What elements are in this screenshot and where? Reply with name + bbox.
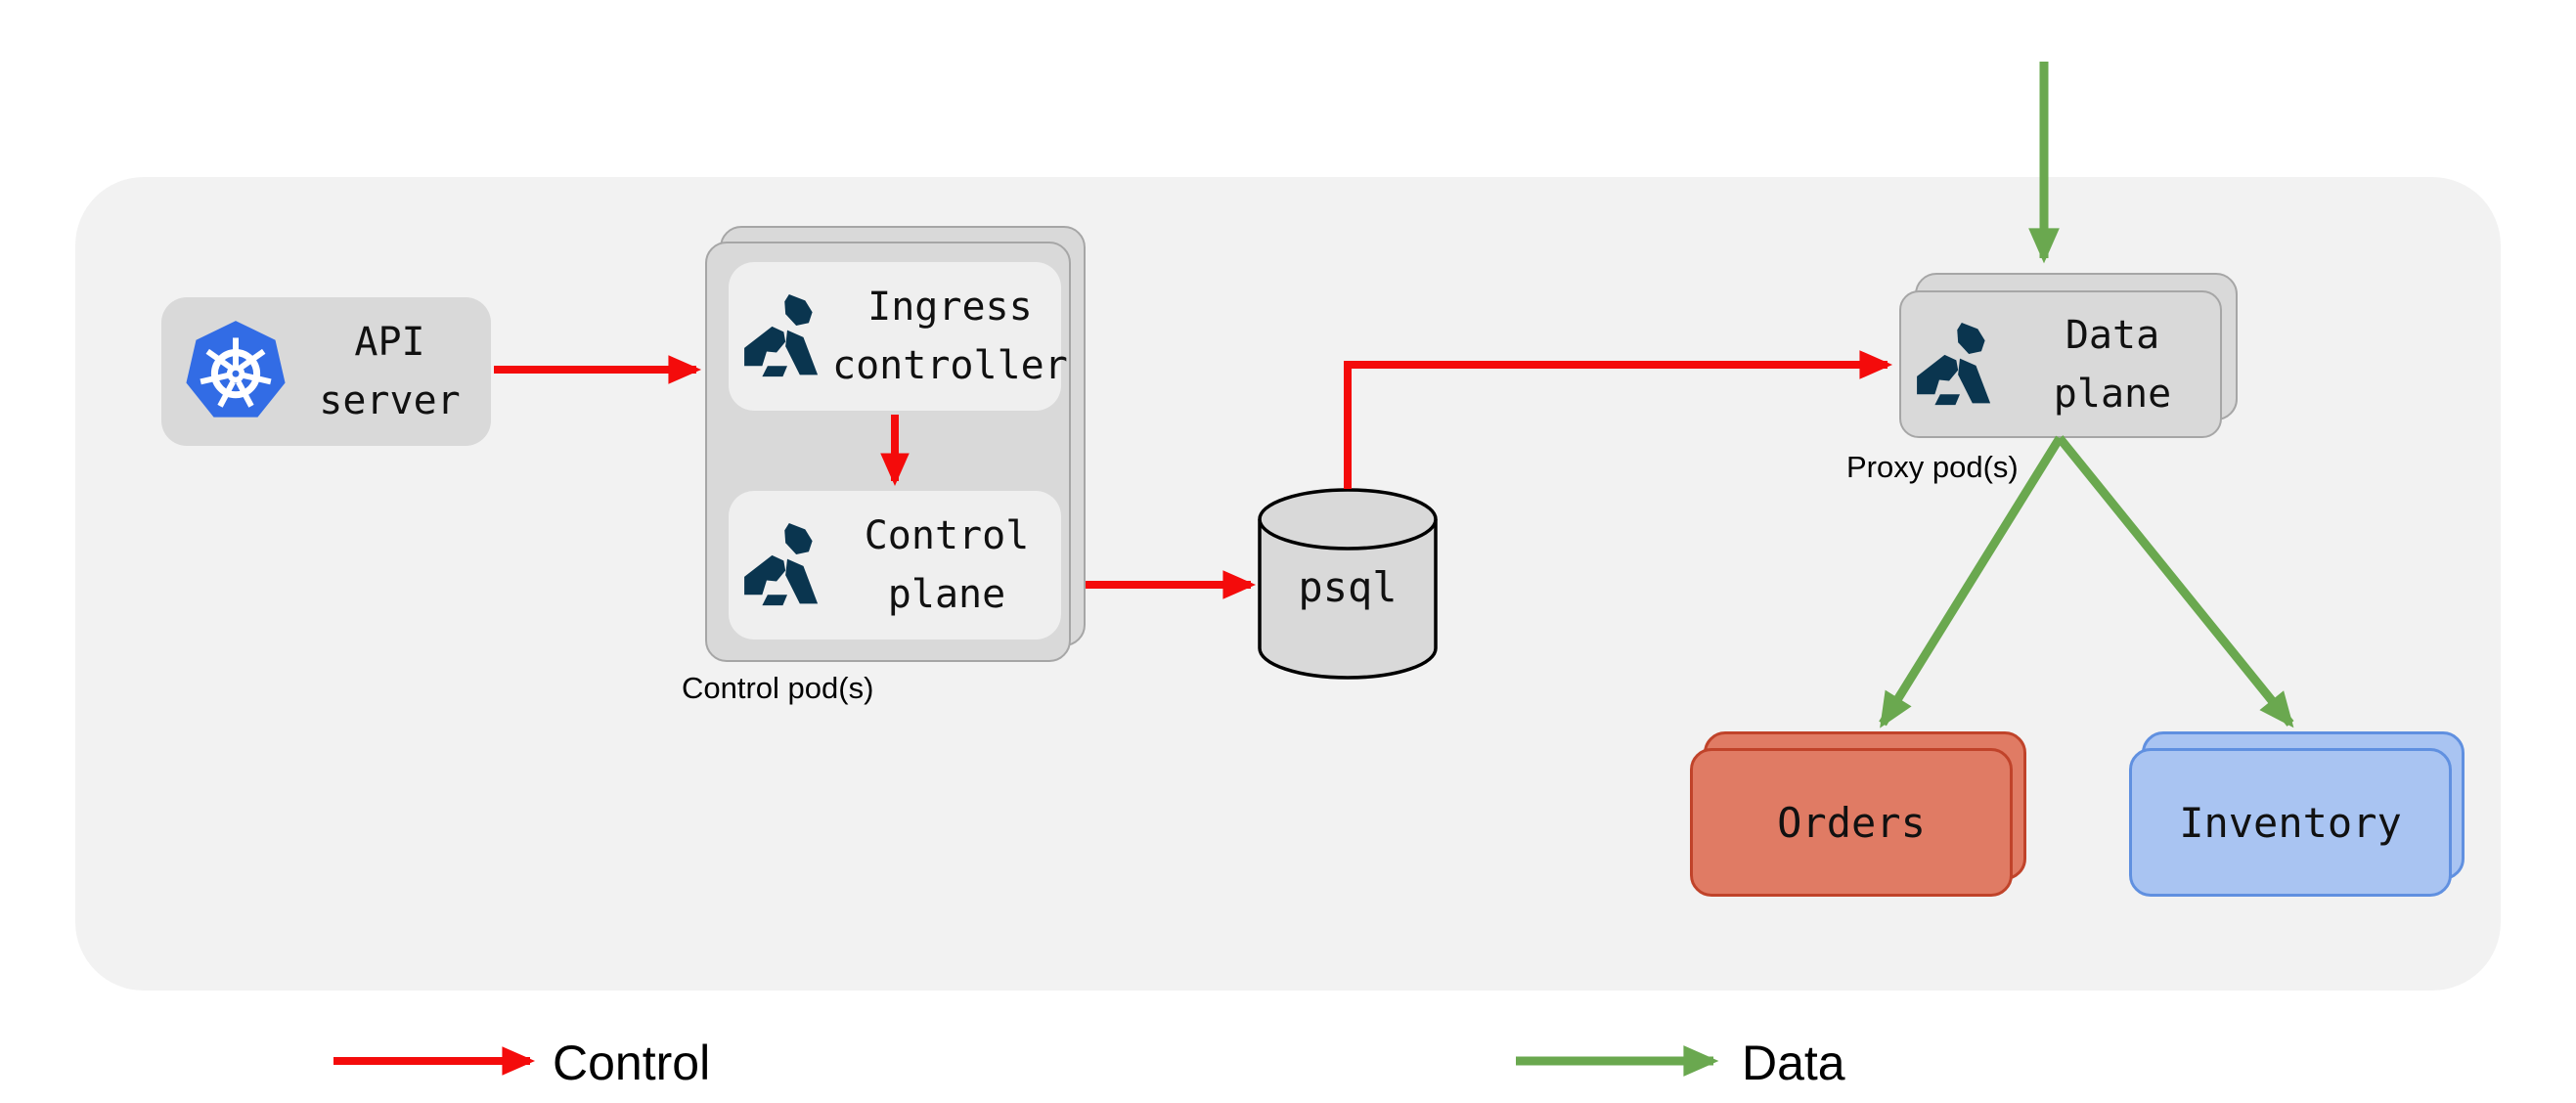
node-control-plane: Control plane [729,491,1061,640]
node-orders: Orders [1690,748,2013,897]
node-label-data-plane: Data plane [2053,312,2172,417]
kong-icon [742,294,832,378]
node-label-ingress-controller: Ingress controller [832,285,1068,388]
legend-data-label: Data [1742,1036,1845,1090]
node-label-psql: psql [1298,563,1398,611]
control-pods-label: Control pod(s) [682,671,874,705]
proxy-pods-label: Proxy pod(s) [1846,450,2019,484]
node-psql: psql [1257,487,1439,683]
node-label-inventory: Inventory [2179,798,2402,847]
node-ingress-controller: Ingress controller [729,262,1068,411]
kubernetes-icon [183,319,289,424]
kong-icon [742,523,832,607]
node-data-plane: Data plane [1899,290,2222,438]
legend-control-label: Control [553,1036,711,1090]
node-inventory: Inventory [2129,748,2452,897]
node-label-api-server: API server [319,320,461,423]
kong-icon [1915,322,2005,407]
database-cylinder-icon [1258,488,1438,680]
node-label-orders: Orders [1777,798,1926,847]
node-label-control-plane: Control plane [864,513,1030,617]
node-api-server: API server [161,297,491,446]
